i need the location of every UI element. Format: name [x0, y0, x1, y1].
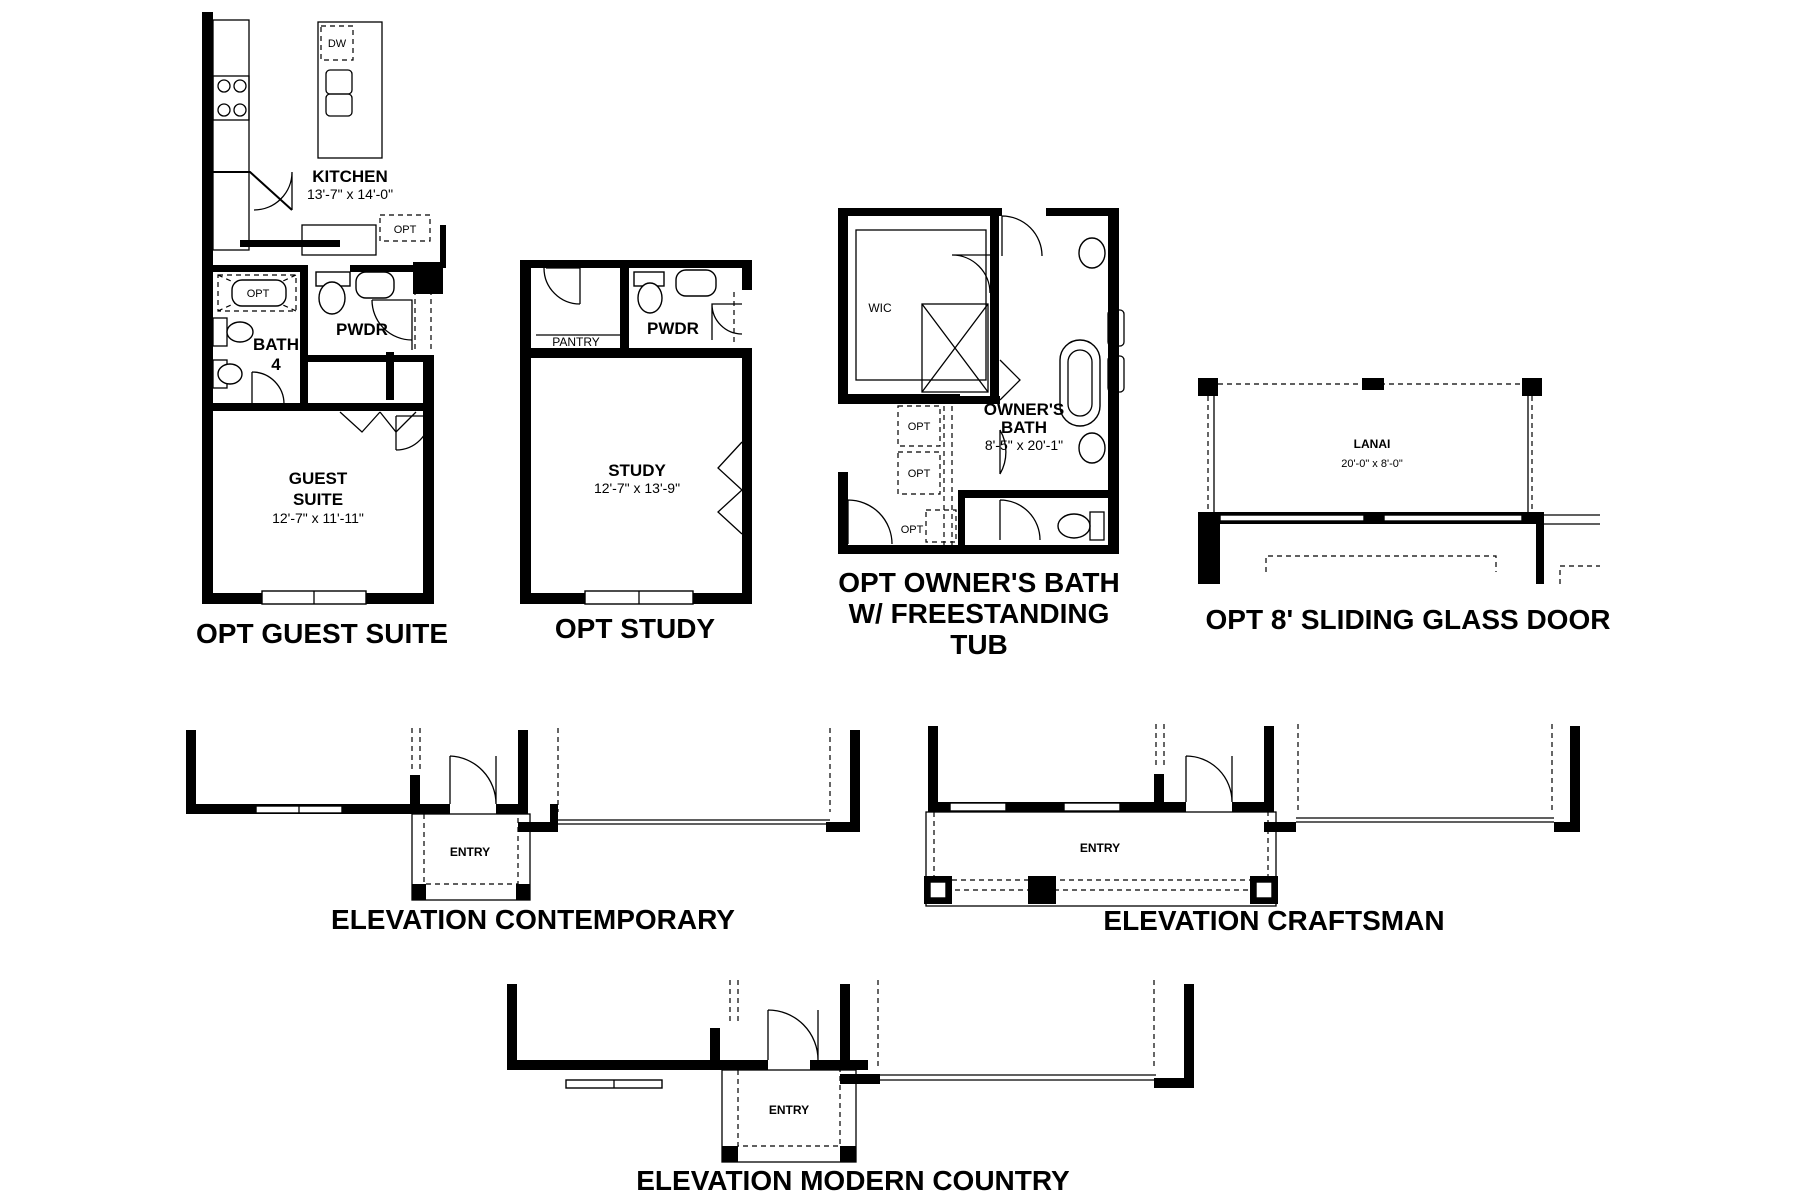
owners-bath-opt-3: OPT: [901, 524, 924, 536]
kitchen-dimensions: 13'-7" x 14'-0": [307, 186, 393, 202]
owners-bath-title-1: OPT OWNER'S BATH: [838, 567, 1119, 598]
study-powder-label: PWDR: [647, 319, 699, 338]
kitchen-room-label: KITCHEN: [312, 167, 388, 186]
bath-4-number: 4: [271, 355, 281, 374]
owners-bath-opt-2: OPT: [908, 468, 931, 480]
opt-study-title: OPT STUDY: [555, 613, 716, 644]
tub-opt-label: OPT: [247, 288, 270, 300]
elevation-modern-country-title: ELEVATION MODERN COUNTRY: [636, 1165, 1070, 1196]
dishwasher-label: DW: [328, 38, 347, 50]
study-dimensions: 12'-7" x 13'-9": [594, 480, 680, 496]
owners-bath-title-3: TUB: [950, 629, 1008, 660]
lanai-room-label: LANAI: [1354, 437, 1391, 451]
owners-bath-room-label-1: OWNER'S: [984, 400, 1065, 419]
wic-label: WIC: [868, 301, 892, 315]
elevation-contemporary-title: ELEVATION CONTEMPORARY: [331, 904, 735, 935]
study-room-label: STUDY: [608, 461, 666, 480]
owners-bath-title-2: W/ FREESTANDING: [849, 598, 1110, 629]
elevation-craftsman-plan: ENTRY ELEVATION CRAFTSMAN: [924, 724, 1580, 936]
opt-owners-bath-plan: WIC OPT OPT OPT OWNER'S BATH 8'-5" x 20'…: [838, 208, 1125, 660]
owners-bath-opt-1: OPT: [908, 421, 931, 433]
opt-guest-suite-title: OPT GUEST SUITE: [196, 618, 448, 649]
bath-4-label: BATH: [253, 335, 299, 354]
elevation-contemporary-plan: ENTRY ELEVATION CONTEMPORARY: [186, 728, 860, 935]
powder-room-label: PWDR: [336, 320, 388, 339]
opt-study-plan: PANTRY PWDR STUDY 12'-7" x 13'-9" OPT ST…: [520, 260, 752, 644]
guest-suite-dimensions: 12'-7" x 11'-11": [272, 510, 364, 526]
lanai-dimensions: 20'-0" x 8'-0": [1341, 458, 1403, 470]
opt-sliding-glass-door-title: OPT 8' SLIDING GLASS DOOR: [1206, 604, 1611, 635]
pantry-label: PANTRY: [552, 335, 600, 349]
opt-sliding-glass-door-plan: LANAI 20'-0" x 8'-0" OPT 8' SLIDING GLAS…: [1198, 378, 1610, 635]
owners-bath-room-label-2: BATH: [1001, 418, 1047, 437]
guest-suite-room-label-1: GUEST: [289, 469, 348, 488]
elevation-modern-country-plan: ENTRY ELEVATION MODERN COUNTRY: [507, 980, 1194, 1196]
owners-bath-dimensions: 8'-5" x 20'-1": [985, 437, 1063, 453]
craftsman-entry-label: ENTRY: [1080, 841, 1120, 855]
guest-suite-room-label-2: SUITE: [293, 490, 343, 509]
elevation-craftsman-title: ELEVATION CRAFTSMAN: [1103, 905, 1444, 936]
contemporary-entry-label: ENTRY: [450, 845, 490, 859]
kitchen-opt-label: OPT: [394, 224, 417, 236]
modern-country-entry-label: ENTRY: [769, 1103, 809, 1117]
opt-guest-suite-plan: DW OPT KITCHEN 13'-7" x 14'-0" OPT BATH …: [196, 12, 448, 649]
